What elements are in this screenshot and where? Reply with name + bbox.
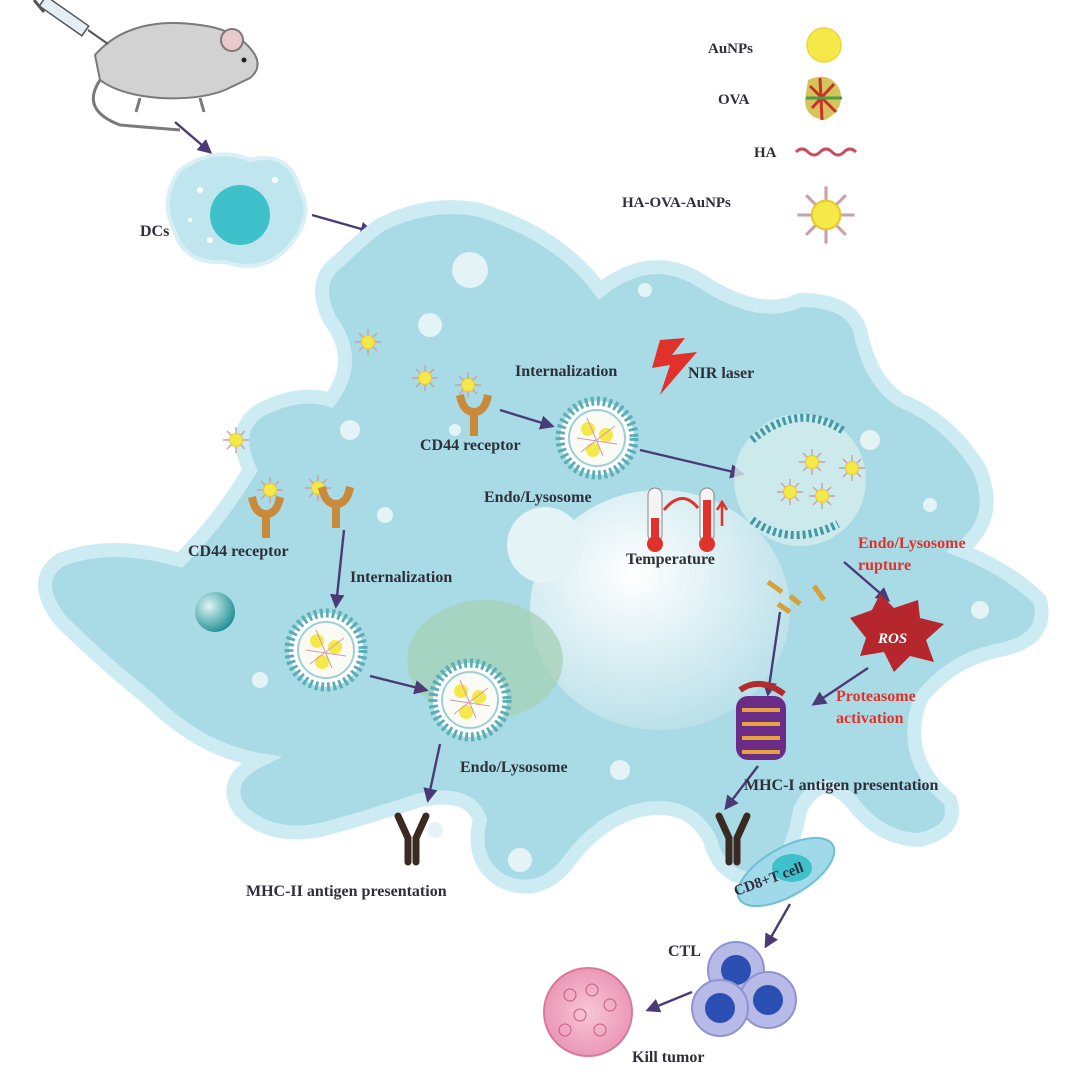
arrow-lysosome-to-mhc2: [423, 743, 442, 803]
arrow-ros-to-proteasome: [811, 667, 869, 706]
arrow-endosome-to-lysosome: [369, 674, 429, 695]
small-dc-cell: [165, 152, 308, 268]
ruptured-endosome: [734, 413, 866, 546]
rupture-label-1: Endo/Lysosome: [858, 535, 966, 552]
mhc2-receptor-icon: [398, 816, 426, 862]
mouse-illustration: [32, 0, 259, 132]
aunp-icon: [806, 27, 842, 63]
ova-protein-icon: [805, 76, 842, 121]
arrow-antigen-to-proteasome: [762, 611, 782, 697]
ros-label: ROS: [877, 631, 907, 647]
endosome-top: [560, 401, 634, 475]
tumor-tissue: [543, 967, 633, 1057]
syringe-icon: [32, 0, 109, 45]
arrow-proteasome-to-mhc1: [724, 765, 759, 811]
arrow-ctl-to-tumor: [645, 990, 693, 1013]
arrow-dc-to-cell: [311, 213, 375, 236]
proteasome-icon: [736, 681, 786, 760]
proteasome-label-1: Proteasome: [836, 688, 916, 705]
dcs-label: DCs: [140, 223, 169, 240]
lysosome-left: [433, 663, 507, 737]
nucleus: [530, 490, 790, 730]
arrow-receptor-to-endosome-left: [330, 529, 346, 609]
arrow-tcell-to-ctl: [764, 903, 792, 949]
temperature-icon: [647, 487, 729, 552]
legend-conjugate-label: HA-OVA-AuNPs: [622, 195, 731, 211]
organelle-sphere: [195, 592, 235, 632]
mhc1-label: MHC-I antigen presentation: [744, 777, 938, 794]
legend: AuNPs OVA HA HA-OVA-AuNPs: [622, 27, 858, 246]
cd44-left-label: CD44 receptor: [188, 543, 289, 560]
legend-aunps-label: AuNPs: [708, 41, 753, 57]
proteasome-label-2: activation: [836, 710, 904, 727]
legend-ha-label: HA: [754, 145, 777, 161]
released-antigen: [766, 579, 827, 615]
rupture-label-2: rupture: [858, 557, 911, 574]
arrow-rupture-to-ros: [843, 561, 891, 602]
arrow-endosome-to-rupture: [639, 448, 745, 479]
temperature-label: Temperature: [626, 551, 715, 568]
internalization-left-label: Internalization: [350, 569, 452, 586]
endo-top-label: Endo/Lysosome: [484, 489, 592, 506]
nir-laser-label: NIR laser: [688, 365, 754, 382]
arrow-receptor-to-endosome: [499, 408, 555, 430]
cd44-top-label: CD44 receptor: [420, 437, 521, 454]
endo-bottom-label: Endo/Lysosome: [460, 759, 568, 776]
ha-ova-aunp-icon: [795, 184, 857, 246]
cd8-t-cell: [736, 836, 836, 908]
laser-bolt-icon: [652, 338, 697, 395]
legend-ova-label: OVA: [718, 92, 750, 108]
internalization-top-label: Internalization: [515, 363, 617, 380]
ha-chain-icon: [794, 147, 858, 157]
arrow-mouse-to-dc: [174, 121, 213, 154]
ctl-label: CTL: [668, 943, 701, 960]
ros-burst: [850, 594, 944, 672]
endosome-left: [289, 613, 363, 687]
ctl-cluster: [691, 941, 797, 1037]
kill-tumor-label: Kill tumor: [632, 1049, 704, 1066]
mhc2-label: MHC-II antigen presentation: [246, 883, 447, 900]
